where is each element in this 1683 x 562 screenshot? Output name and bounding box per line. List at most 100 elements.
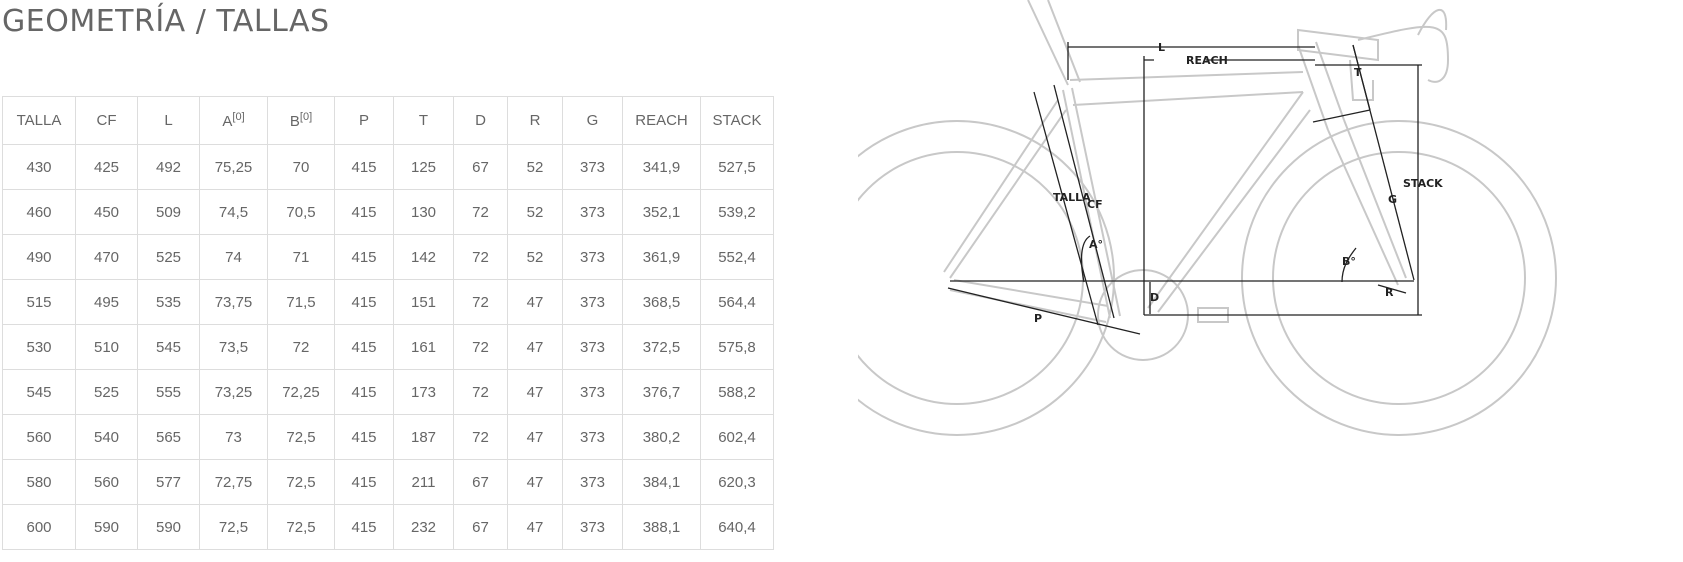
label-g: G bbox=[1388, 193, 1397, 206]
table-cell: 130 bbox=[393, 189, 454, 235]
table-cell: 373 bbox=[562, 504, 623, 550]
table-cell: 539,2 bbox=[700, 189, 774, 235]
table-cell: 73,25 bbox=[199, 369, 268, 415]
label-l: L bbox=[1158, 41, 1165, 54]
page-title: GEOMETRÍA / TALLAS bbox=[2, 4, 330, 39]
table-cell: 564,4 bbox=[700, 279, 774, 325]
table-cell: 70,5 bbox=[267, 189, 335, 235]
r-line bbox=[1377, 284, 1407, 294]
table-cell: 565 bbox=[137, 414, 200, 460]
table-cell: 352,1 bbox=[622, 189, 701, 235]
table-cell: 72 bbox=[453, 369, 508, 415]
rear-wheel-outer bbox=[858, 120, 1115, 436]
column-header: B[0] bbox=[267, 96, 335, 145]
table-cell: 72,5 bbox=[199, 504, 268, 550]
table-cell: 580 bbox=[2, 459, 76, 505]
table-cell: 415 bbox=[334, 189, 394, 235]
table-cell: 142 bbox=[393, 234, 454, 280]
wheels bbox=[858, 120, 1557, 436]
table-cell: 67 bbox=[453, 459, 508, 505]
table-cell: 510 bbox=[75, 324, 138, 370]
column-header: G bbox=[562, 96, 623, 145]
table-cell: 161 bbox=[393, 324, 454, 370]
table-cell: 361,9 bbox=[622, 234, 701, 280]
label-stack: STACK bbox=[1403, 177, 1443, 190]
table-cell: 373 bbox=[562, 189, 623, 235]
table-cell: 151 bbox=[393, 279, 454, 325]
stem bbox=[1297, 28, 1379, 62]
table-cell: 72 bbox=[453, 189, 508, 235]
table-cell: 527,5 bbox=[700, 144, 774, 190]
a-angle-arc bbox=[1080, 235, 1091, 283]
column-header: D bbox=[453, 96, 508, 145]
table-cell: 373 bbox=[562, 234, 623, 280]
column-header: CF bbox=[75, 96, 138, 145]
table-cell: 373 bbox=[562, 459, 623, 505]
table-cell: 373 bbox=[562, 414, 623, 460]
column-header-label: T bbox=[418, 112, 429, 129]
table-cell: 72 bbox=[267, 324, 335, 370]
table-cell: 425 bbox=[75, 144, 138, 190]
table-cell: 388,1 bbox=[622, 504, 701, 550]
table-cell: 535 bbox=[137, 279, 200, 325]
table-cell: 525 bbox=[137, 234, 200, 280]
label-p: P bbox=[1034, 312, 1042, 325]
column-header: STACK bbox=[700, 96, 774, 145]
seatpost bbox=[1027, 0, 1081, 86]
table-cell: 70 bbox=[267, 144, 335, 190]
label-talla: TALLA bbox=[1053, 191, 1091, 204]
table-cell: 72,75 bbox=[199, 459, 268, 505]
chain-stays bbox=[949, 279, 1109, 323]
table-cell: 373 bbox=[562, 144, 623, 190]
table-cell: 74 bbox=[199, 234, 268, 280]
table-cell: 372,5 bbox=[622, 324, 701, 370]
table-cell: 430 bbox=[2, 144, 76, 190]
column-header: REACH bbox=[622, 96, 701, 145]
table-cell: 72 bbox=[453, 324, 508, 370]
table-cell: 71 bbox=[267, 234, 335, 280]
table-cell: 590 bbox=[137, 504, 200, 550]
table-cell: 415 bbox=[334, 144, 394, 190]
fork-line bbox=[1312, 109, 1371, 123]
handlebar-drop bbox=[1349, 59, 1374, 101]
column-header-label: TALLA bbox=[16, 112, 62, 129]
down-tube bbox=[1147, 91, 1311, 313]
table-cell: 72,25 bbox=[267, 369, 335, 415]
table-cell: 415 bbox=[334, 459, 394, 505]
table-cell: 620,3 bbox=[700, 459, 774, 505]
table-cell: 73,5 bbox=[199, 324, 268, 370]
table-cell: 67 bbox=[453, 504, 508, 550]
label-a: A° bbox=[1089, 238, 1103, 251]
rear-wheel-inner bbox=[858, 151, 1084, 405]
table-cell: 47 bbox=[507, 459, 563, 505]
table-cell: 73 bbox=[199, 414, 268, 460]
column-header: P bbox=[334, 96, 394, 145]
talla-line bbox=[1033, 91, 1099, 326]
table-cell: 590 bbox=[75, 504, 138, 550]
table-cell: 373 bbox=[562, 279, 623, 325]
label-cf: CF bbox=[1087, 198, 1103, 211]
table-cell: 373 bbox=[562, 369, 623, 415]
label-t: T bbox=[1354, 66, 1362, 79]
column-header-label: P bbox=[358, 112, 369, 129]
table-cell: 72,5 bbox=[267, 504, 335, 550]
column-header: T bbox=[393, 96, 454, 145]
table-cell: 640,4 bbox=[700, 504, 774, 550]
table-cell: 75,25 bbox=[199, 144, 268, 190]
column-header-label: STACK bbox=[712, 112, 762, 129]
table-cell: 187 bbox=[393, 414, 454, 460]
table-cell: 52 bbox=[507, 144, 563, 190]
table-cell: 450 bbox=[75, 189, 138, 235]
table-cell: 415 bbox=[334, 279, 394, 325]
column-header-label: CF bbox=[96, 112, 117, 129]
table-cell: 415 bbox=[334, 504, 394, 550]
table-cell: 552,4 bbox=[700, 234, 774, 280]
